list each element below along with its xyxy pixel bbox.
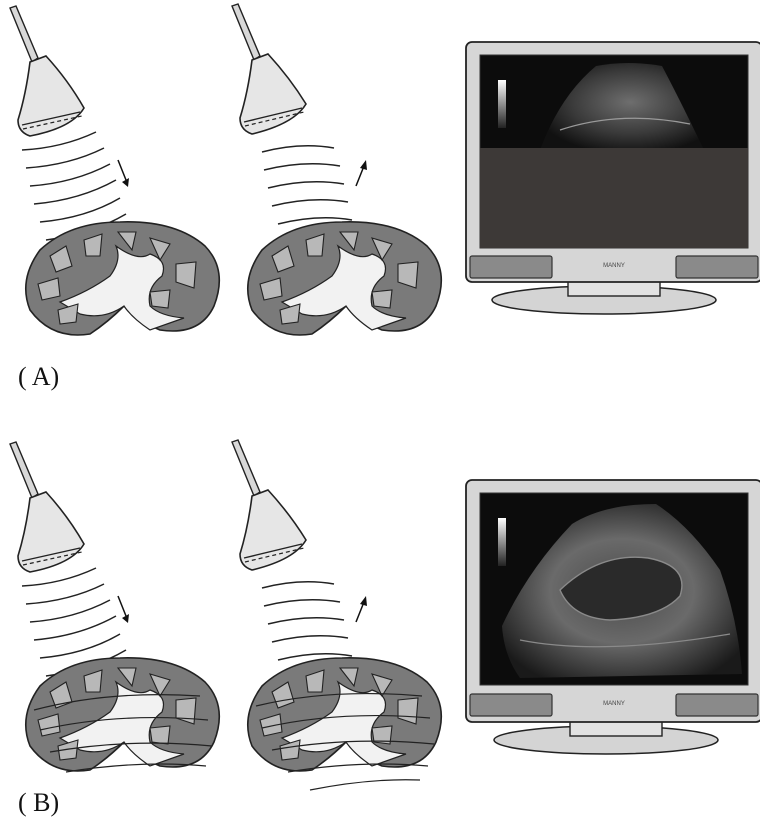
ultrasound-blank-area xyxy=(480,148,748,248)
ultrasound-probe-icon xyxy=(232,440,306,570)
monitor-icon: MANNY xyxy=(466,42,760,314)
panel-b-illustration: MANNY xyxy=(0,420,760,840)
monitor-right-speaker xyxy=(676,256,758,278)
ultrasound-probe-icon xyxy=(10,442,84,572)
panel-a-illustration: MANNY xyxy=(0,0,760,420)
panel-a-label: ( A) xyxy=(18,362,59,392)
kidney-icon xyxy=(248,658,442,790)
monitor-left-speaker xyxy=(470,694,552,716)
monitor-brand: MANNY xyxy=(603,701,625,707)
monitor-brand: MANNY xyxy=(603,263,625,269)
ultrasound-beam xyxy=(262,146,352,224)
ultrasound-probe-icon xyxy=(232,4,306,134)
arrow-up-icon xyxy=(356,160,367,186)
panel-a: MANNY ( A) xyxy=(0,0,760,420)
arrow-up-icon xyxy=(356,596,367,622)
monitor-icon: MANNY xyxy=(466,480,760,754)
kidney-icon xyxy=(248,222,442,335)
monitor-left-speaker xyxy=(470,256,552,278)
monitor-right-speaker xyxy=(676,694,758,716)
panel-b-label: ( B) xyxy=(18,788,59,818)
ultrasound-probe-icon xyxy=(10,6,84,136)
panel-b: MANNY ( B) xyxy=(0,420,760,840)
kidney-icon xyxy=(26,658,220,772)
arrow-down-icon xyxy=(118,596,129,623)
arrow-down-icon xyxy=(118,160,129,187)
kidney-icon xyxy=(26,222,220,335)
